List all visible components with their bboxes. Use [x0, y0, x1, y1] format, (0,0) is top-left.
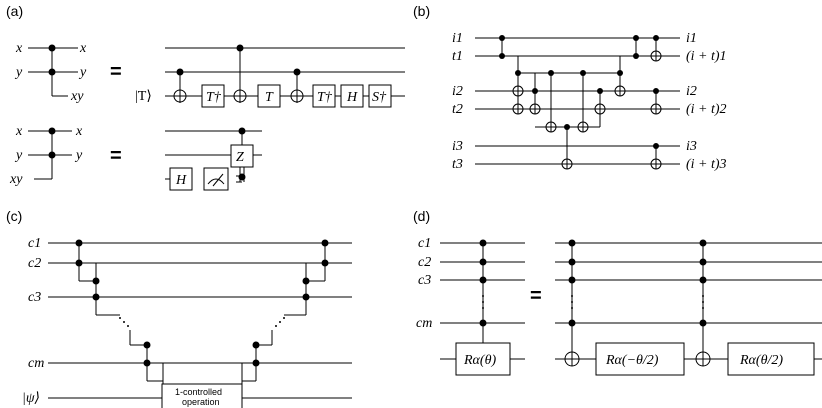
a-bottom-right-x: x: [75, 124, 83, 139]
gate-h-bottom: [169, 167, 193, 191]
a-top-left-y: y: [14, 65, 23, 80]
gate-t-label: T: [265, 90, 274, 105]
a-top-right-xy: xy: [70, 89, 84, 104]
a-top-right-x: x: [79, 41, 87, 56]
b-left-i2: i2: [452, 84, 463, 99]
panel-label-a: (a): [6, 3, 23, 19]
gate-h-top-label: H: [346, 90, 358, 105]
gate-tdag-1-label: T†: [206, 90, 222, 105]
gate-tdag-2: [312, 84, 336, 108]
a-top-left-x: x: [15, 41, 23, 56]
ellipsis-dots: [119, 295, 704, 327]
gate-h-bottom-label: H: [175, 173, 187, 188]
a-equals-top: =: [110, 61, 122, 83]
gate-ra-minus-half-label: Rα(−θ/2): [605, 353, 659, 368]
a-bottom-right-y: y: [74, 148, 83, 163]
d-label-cm: cm: [416, 316, 432, 331]
controlled-operation-line1: 1-controlled: [175, 387, 222, 397]
a-bottom-left-xy: xy: [9, 172, 23, 187]
gate-ra-theta: [455, 342, 511, 376]
d-label-c1: c1: [418, 236, 431, 251]
b-right-i1: i1: [686, 31, 697, 46]
b-right-it3: (i + t)3: [686, 157, 727, 172]
d-label-c2: c2: [418, 255, 431, 270]
a-bottom-left-y: y: [14, 148, 23, 163]
b-left-t1: t1: [452, 49, 463, 64]
gate-ra-half-label: Rα(θ/2): [739, 353, 783, 368]
gate-ra-minus-half: [595, 342, 685, 376]
gate-sdag-label: S†: [372, 90, 387, 105]
b-left-t2: t2: [452, 102, 463, 117]
measurement-icon: [207, 173, 225, 187]
gate-tdag-2-label: T†: [317, 90, 333, 105]
gate-h-top: [340, 84, 364, 108]
b-left-t3: t3: [452, 157, 463, 172]
a-top-right-y: y: [78, 65, 87, 80]
d-label-c3: c3: [418, 273, 431, 288]
gate-ra-half: [727, 342, 815, 376]
gate-z: [230, 144, 254, 168]
gate-sdag: [368, 84, 392, 108]
panel-b: [475, 37, 680, 165]
b-right-i2: i2: [686, 84, 697, 99]
panel-label-c: (c): [6, 208, 22, 224]
a-equals-bottom: =: [110, 145, 122, 167]
b-right-it2: (i + t)2: [686, 102, 727, 117]
c-label-c2: c2: [28, 256, 41, 271]
c-label-c1: c1: [28, 236, 41, 251]
panel-label-b: (b): [413, 3, 430, 19]
controlled-operation-line2: operation: [182, 397, 220, 407]
cnot-targets: [173, 50, 711, 367]
b-left-i3: i3: [452, 139, 463, 154]
b-right-it1: (i + t)1: [686, 49, 727, 64]
b-left-i1: i1: [452, 31, 463, 46]
panel-label-d: (d): [413, 208, 430, 224]
c-label-c3: c3: [28, 290, 41, 305]
a-bottom-left-x: x: [15, 124, 23, 139]
gate-z-label: Z: [236, 150, 244, 165]
controlled-operation-box: [161, 383, 243, 408]
gate-ra-theta-label: Rα(θ): [463, 353, 496, 368]
c-label-psi: |ψ⟩: [22, 391, 40, 406]
gate-tdag-1: [201, 84, 225, 108]
d-equals: =: [530, 285, 542, 307]
b-right-i3: i3: [686, 139, 697, 154]
a-ancilla: |T⟩: [135, 89, 152, 104]
panel-c: [48, 242, 352, 399]
c-label-cm: cm: [28, 356, 44, 371]
gate-t: [257, 84, 281, 108]
